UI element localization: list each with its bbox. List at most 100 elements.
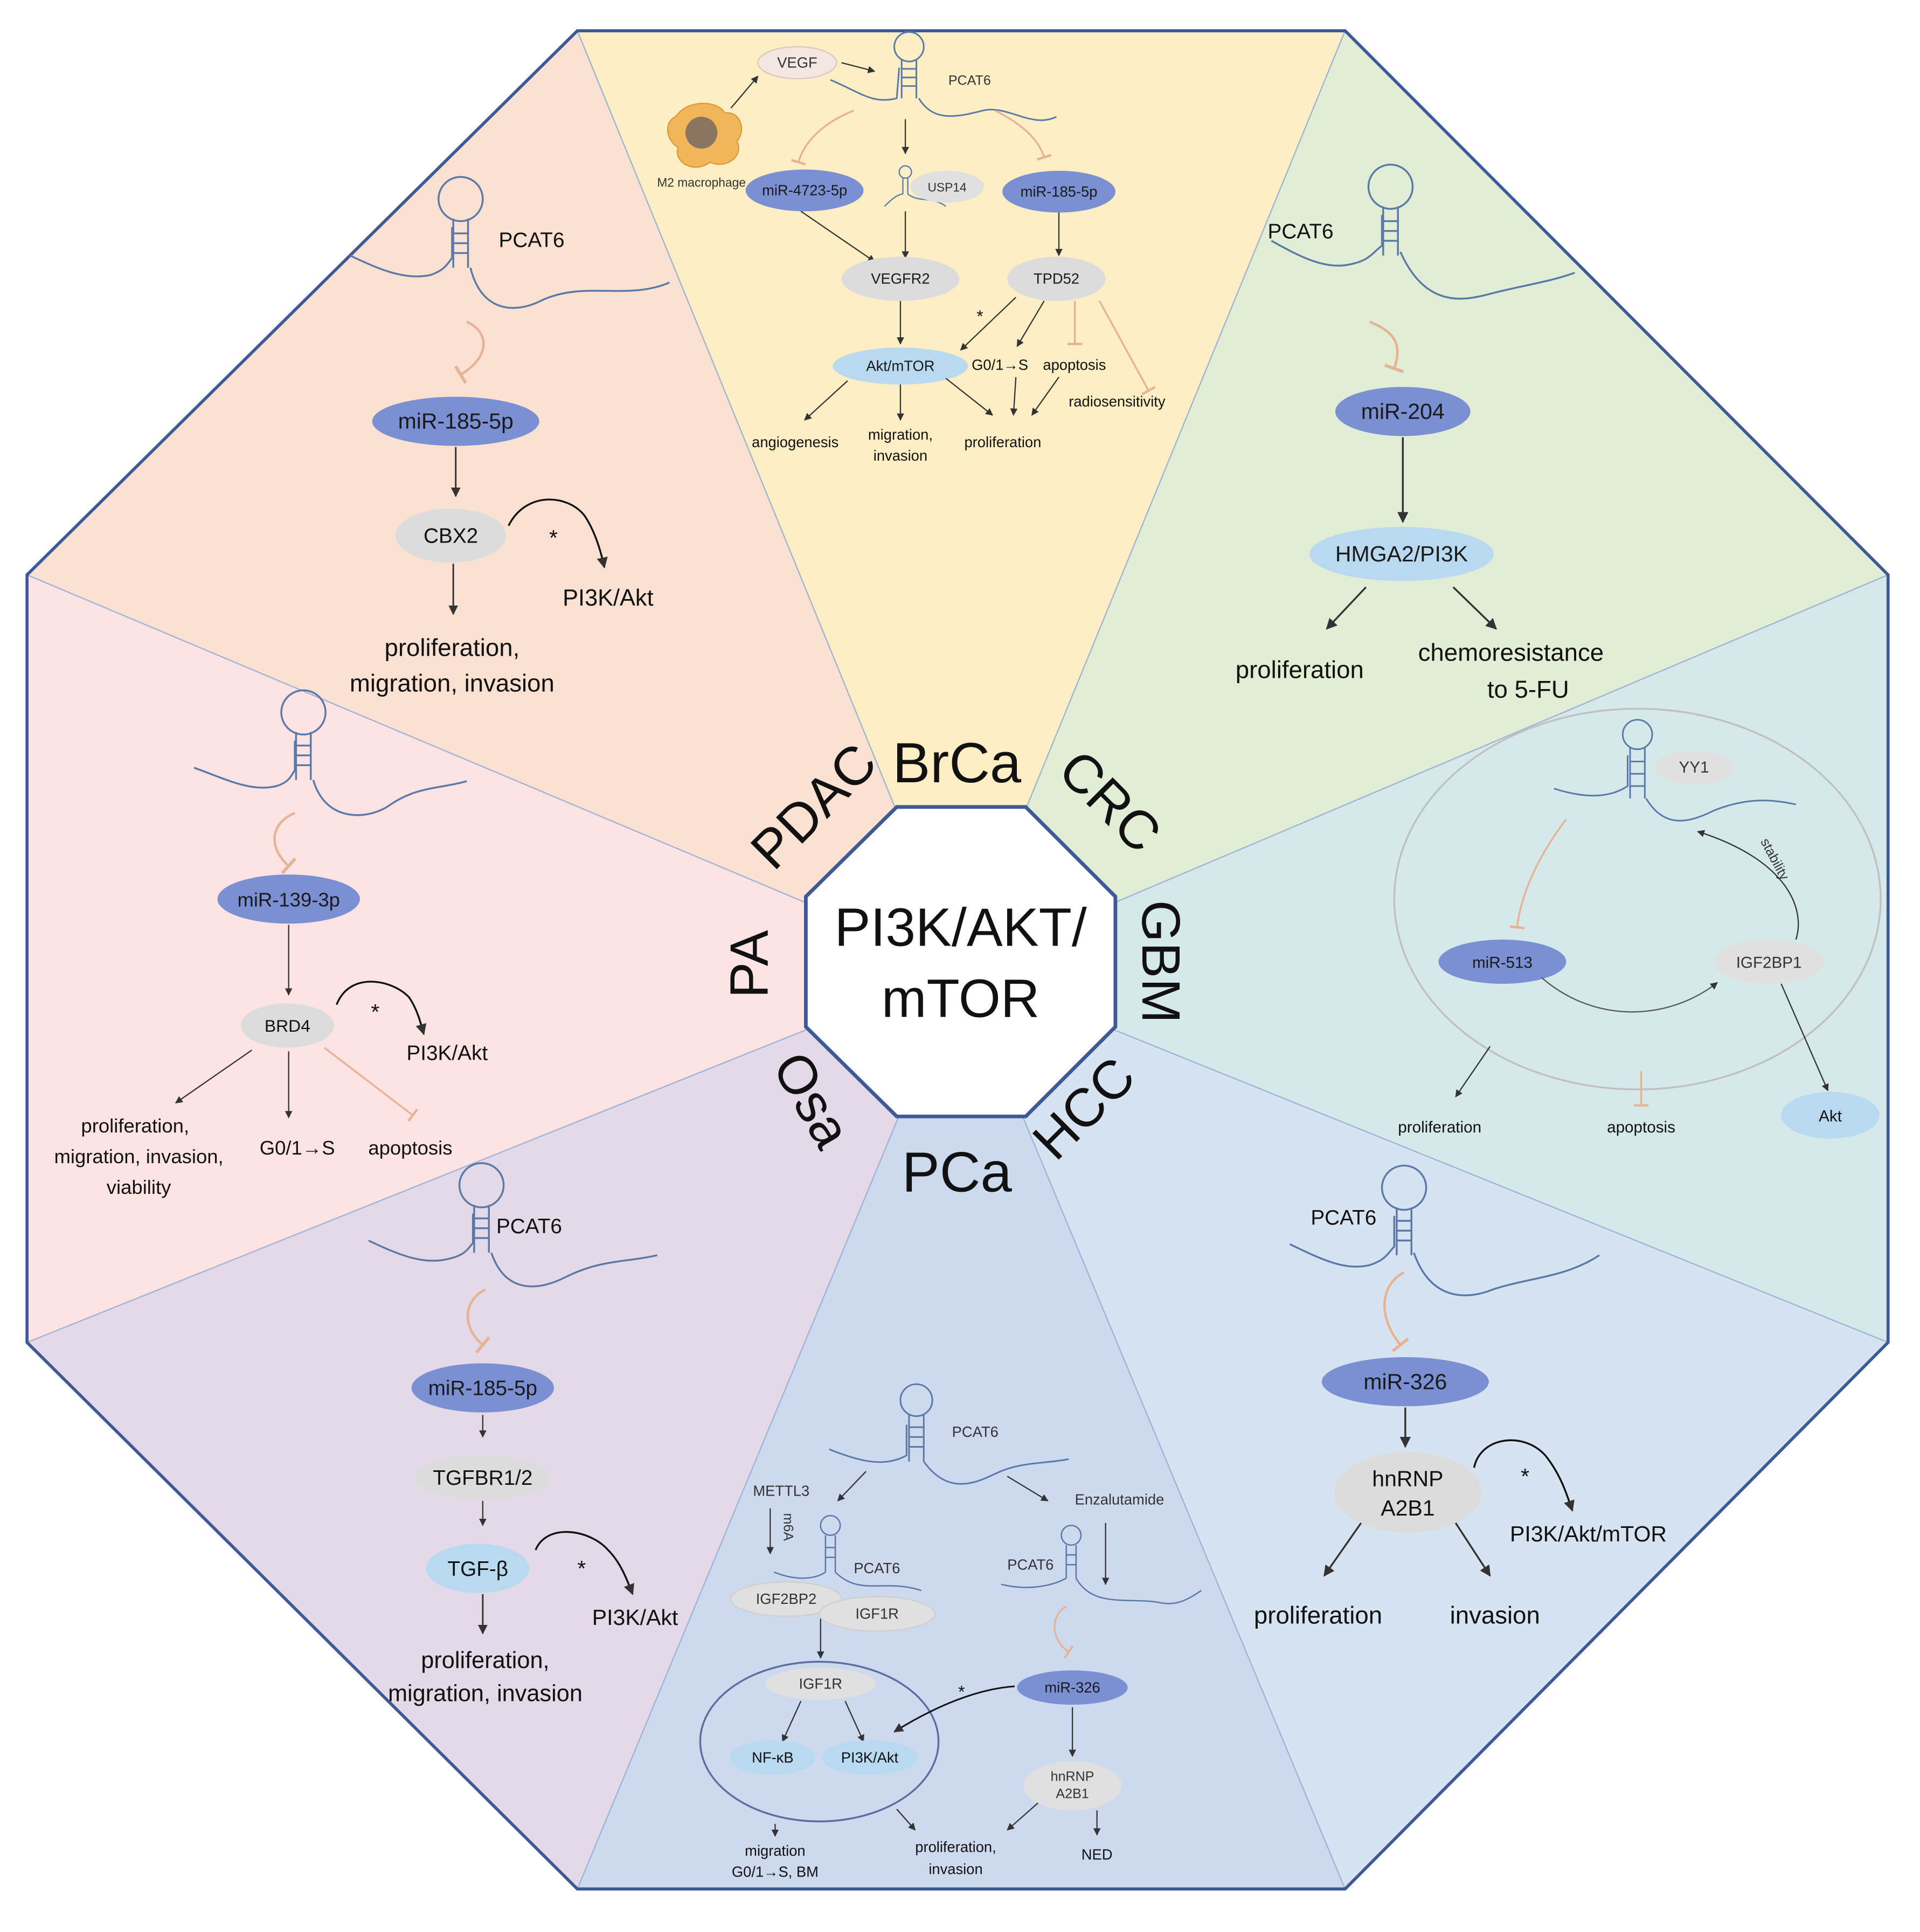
sector-brca [577, 31, 1346, 968]
nfkb-node [730, 1740, 816, 1775]
migration-brca: migration, [868, 426, 933, 443]
igf1r-circle [699, 1660, 940, 1823]
center-title-line2: mTOR [882, 969, 1039, 1029]
sector-label-pa: PA [719, 930, 780, 998]
proliferation-brca: proliferation [964, 434, 1041, 450]
m2-macrophage-icon [667, 102, 743, 168]
brd4-label: BRD4 [265, 1016, 310, 1036]
hnrnp-hcc-line2: A2B1 [1381, 1496, 1434, 1520]
pcat6-crc: PCAT6 [1268, 220, 1334, 243]
tpd52-node [1007, 256, 1106, 301]
angio-brca: angiogenesis [752, 434, 838, 450]
pi3k-akt-pca-node [822, 1740, 918, 1775]
tgfbr-label: TGFBR1/2 [433, 1467, 532, 1490]
hnrnp-hcc-line1: hnRNP [1372, 1466, 1443, 1491]
tgfb-label: TGF-β [447, 1558, 508, 1581]
hnrnp-hcc-node [1334, 1451, 1482, 1533]
vegfr2-node [841, 256, 960, 301]
pcat6-b-label: PCAT6 [854, 1560, 900, 1576]
pcat6-pdac: PCAT6 [499, 228, 565, 252]
igf1r-b-node [765, 1667, 876, 1700]
akt-gbm-node [1781, 1092, 1880, 1139]
vegf-label: VEGF [777, 54, 817, 71]
tpd52-label: TPD52 [1034, 270, 1079, 287]
igf1r-b-label: IGF1R [799, 1676, 843, 1692]
tgfb-node [426, 1544, 530, 1593]
pcat6-rna-icon [829, 1383, 1069, 1485]
sector-pa [27, 574, 961, 1343]
hnrnp-pca-node [1023, 1761, 1122, 1811]
brd4-node [240, 1003, 335, 1048]
hnrnp-pca-line2: A2B1 [1056, 1786, 1089, 1801]
star-brca: * [976, 306, 983, 325]
chemo-line1: chemoresistance [1418, 639, 1604, 666]
gbm-circle [1393, 707, 1882, 1090]
mir-185-osa-node [411, 1363, 554, 1413]
hmga2-pi3k-label: HMGA2/PI3K [1335, 541, 1468, 566]
mir-204-node [1335, 387, 1471, 436]
panel-pdac: PCAT6 miR-185-5p CBX2 * PI3K/Akt prolife… [350, 176, 670, 697]
pcat6-rna-icon [1271, 163, 1576, 300]
sector-osa [27, 968, 961, 1889]
mir-139-label: miR-139-3p [237, 888, 340, 911]
igf2bp2-node [730, 1581, 842, 1617]
mir-326-hcc-label: miR-326 [1363, 1369, 1447, 1394]
pa-out-line3: viability [107, 1176, 171, 1198]
igf1r-label: IGF1R [855, 1606, 899, 1622]
star-osa: * [577, 1556, 586, 1581]
tgfbr-node [415, 1455, 551, 1500]
nfkb-label: NF-κB [752, 1749, 793, 1766]
pi3k-akt-pdac: PI3K/Akt [563, 585, 653, 611]
proliferation-crc: proliferation [1236, 656, 1364, 683]
migration-pca: migration [745, 1843, 805, 1859]
panel-pca: PCAT6 METTL3 m6A Enzalutamide PCAT6 PCAT… [699, 1383, 1202, 1880]
igf2bp2-label: IGF2BP2 [756, 1590, 816, 1607]
star-pdac: * [549, 525, 558, 550]
mir-185-brca-node [1002, 170, 1115, 213]
center-octagon [803, 805, 1118, 1118]
hnrnp-pca-line1: hnRNP [1051, 1769, 1094, 1784]
mir-204-label: miR-204 [1361, 399, 1445, 423]
panel-pa: miR-139-3p BRD4 * PI3K/Akt proliferation… [54, 689, 488, 1198]
mir-4723-label: miR-4723-5p [762, 182, 847, 199]
pi3k-akt-pa: PI3K/Akt [406, 1041, 488, 1065]
center-title-line1: PI3K/AKT/ [835, 897, 1087, 957]
pdac-out-line1: proliferation, [384, 634, 519, 661]
pa-out-line2: migration, invasion, [54, 1145, 224, 1167]
igf2bp1-node [1714, 939, 1825, 984]
mettl3-label: METTL3 [753, 1483, 809, 1499]
mir-326-pca-node [1017, 1670, 1128, 1705]
outer-octagon-border [25, 29, 1890, 1891]
g01s-bm-pca: G0/1→S, BM [732, 1863, 819, 1880]
sector-label-brca: BrCa [892, 732, 1022, 795]
mir-513-label: miR-513 [1472, 954, 1533, 971]
apoptosis-gbm: apoptosis [1607, 1118, 1675, 1136]
g01s-brca: G0/1→S [972, 356, 1028, 373]
igf1r-node [819, 1596, 935, 1632]
star-pca: * [958, 1681, 965, 1701]
vegfr2-label: VEGFR2 [871, 270, 930, 287]
radio-brca: radiosensitivity [1069, 393, 1166, 410]
prolif-pca-1: proliferation, [915, 1839, 996, 1855]
enzalutamide-label: Enzalutamide [1075, 1491, 1165, 1508]
g01s-pa: G0/1→S [260, 1137, 335, 1159]
m6a-label: m6A [780, 1513, 795, 1541]
proliferation-hcc: proliferation [1254, 1602, 1382, 1629]
pdac-out-line2: migration, invasion [350, 670, 554, 697]
star-pa: * [371, 999, 379, 1024]
yy1-label: YY1 [1679, 759, 1709, 776]
apoptosis-brca: apoptosis [1043, 356, 1106, 373]
osa-out-line1: proliferation, [421, 1648, 549, 1673]
akt-mtor-label: Akt/mTOR [866, 358, 934, 374]
sector-label-pca: PCa [902, 1141, 1013, 1204]
apoptosis-pa: apoptosis [368, 1137, 452, 1159]
panel-gbm: YY1 stability miR-513 IGF2BP1 proliferat… [1393, 707, 1882, 1139]
osa-out-line2: migration, invasion [388, 1680, 583, 1706]
panel-brca: M2 macrophage VEGF PCAT6 miR-4723-5p USP… [657, 31, 1166, 464]
sector-hcc [960, 968, 1888, 1889]
sector-crc [960, 31, 1888, 968]
m2-label: M2 macrophage [657, 176, 746, 190]
pi3k-akt-pca-label: PI3K/Akt [841, 1749, 899, 1766]
ned-label: NED [1082, 1846, 1113, 1862]
